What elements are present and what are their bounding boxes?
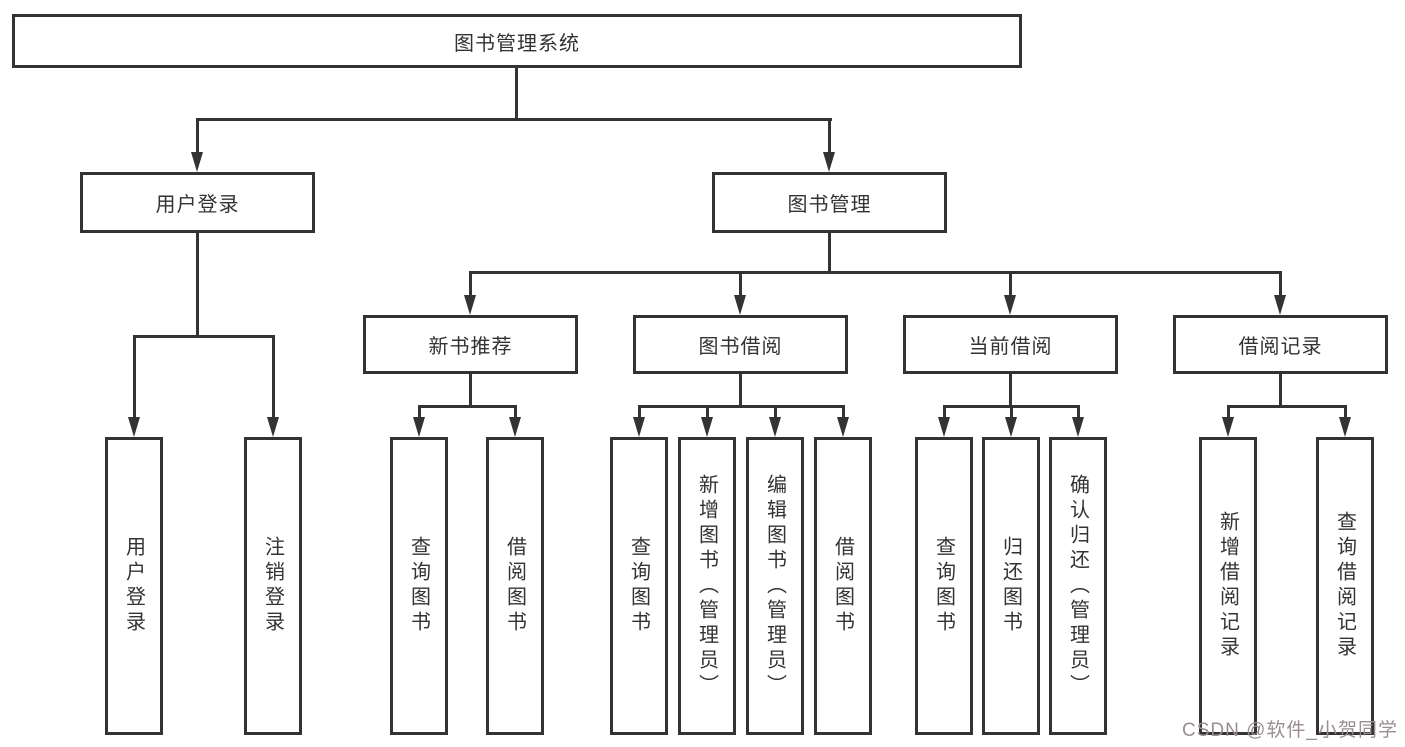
- connector-line: [842, 405, 845, 421]
- arrowhead-icon: [1339, 417, 1351, 437]
- watermark: CSDN @软件_小贺同学: [1182, 720, 1398, 741]
- arrowhead-icon: [1222, 417, 1234, 437]
- node-library-system: 图书管理系统: [12, 14, 1022, 68]
- connector-line: [739, 271, 742, 299]
- leaf-add-borrow-record: 新增借阅记录: [1199, 437, 1257, 735]
- arrowhead-icon: [701, 417, 713, 437]
- connector-line: [469, 271, 472, 299]
- arrowhead-icon: [1005, 417, 1017, 437]
- arrowhead-icon: [1004, 295, 1016, 315]
- connector-line: [196, 118, 832, 121]
- arrowhead-icon: [633, 417, 645, 437]
- leaf-borrow-books: 借阅图书: [814, 437, 872, 735]
- leaf-query-borrow-record: 查询借阅记录: [1316, 437, 1374, 735]
- connector-line: [1009, 271, 1012, 299]
- connector-line: [133, 335, 136, 419]
- arrowhead-icon: [413, 417, 425, 437]
- connector-line: [1227, 405, 1347, 408]
- arrowhead-icon: [464, 295, 476, 315]
- arrowhead-icon: [128, 417, 140, 437]
- leaf-query-books-current: 查询图书: [915, 437, 973, 735]
- leaf-logout: 注销登录: [244, 437, 302, 735]
- connector-line: [1344, 405, 1347, 421]
- connector-line: [133, 335, 275, 338]
- connector-line: [469, 271, 1282, 274]
- connector-line: [272, 335, 275, 419]
- connector-line: [1077, 405, 1080, 421]
- leaf-query-books-borrowing: 查询图书: [610, 437, 668, 735]
- leaf-add-books-admin: 新增图书（管理员）: [678, 437, 736, 735]
- connector-line: [828, 233, 831, 274]
- leaf-query-books-recommend: 查询图书: [390, 437, 448, 735]
- connector-line: [196, 118, 199, 156]
- connector-line: [515, 68, 518, 120]
- connector-line: [739, 374, 742, 408]
- arrowhead-icon: [267, 417, 279, 437]
- connector-line: [1279, 271, 1282, 299]
- leaf-borrow-books-recommend: 借阅图书: [486, 437, 544, 735]
- node-new-book-recommend: 新书推荐: [363, 315, 578, 374]
- connector-line: [638, 405, 845, 408]
- connector-line: [1227, 405, 1230, 421]
- node-book-management: 图书管理: [712, 172, 947, 233]
- connector-line: [418, 405, 421, 421]
- connector-line: [469, 374, 472, 408]
- node-book-borrowing: 图书借阅: [633, 315, 848, 374]
- connector-line: [706, 405, 709, 421]
- connector-line: [638, 405, 641, 421]
- arrowhead-icon: [823, 152, 835, 172]
- arrowhead-icon: [1072, 417, 1084, 437]
- connector-line: [1009, 374, 1012, 408]
- connector-line: [418, 405, 517, 408]
- node-current-borrowing: 当前借阅: [903, 315, 1118, 374]
- arrowhead-icon: [191, 152, 203, 172]
- leaf-user-login: 用户登录: [105, 437, 163, 735]
- connector-line: [1010, 405, 1013, 421]
- connector-line: [1279, 374, 1282, 408]
- arrowhead-icon: [734, 295, 746, 315]
- connector-line: [196, 233, 199, 338]
- leaf-return-books: 归还图书: [982, 437, 1040, 735]
- arrowhead-icon: [509, 417, 521, 437]
- arrowhead-icon: [769, 417, 781, 437]
- arrowhead-icon: [1274, 295, 1286, 315]
- arrowhead-icon: [837, 417, 849, 437]
- connector-line: [774, 405, 777, 421]
- arrowhead-icon: [938, 417, 950, 437]
- connector-line: [828, 118, 831, 156]
- leaf-confirm-return-admin: 确认归还（管理员）: [1049, 437, 1107, 735]
- leaf-edit-books-admin: 编辑图书（管理员）: [746, 437, 804, 735]
- node-user-login: 用户登录: [80, 172, 315, 233]
- connector-line: [514, 405, 517, 421]
- node-borrowing-records: 借阅记录: [1173, 315, 1388, 374]
- connector-line: [943, 405, 946, 421]
